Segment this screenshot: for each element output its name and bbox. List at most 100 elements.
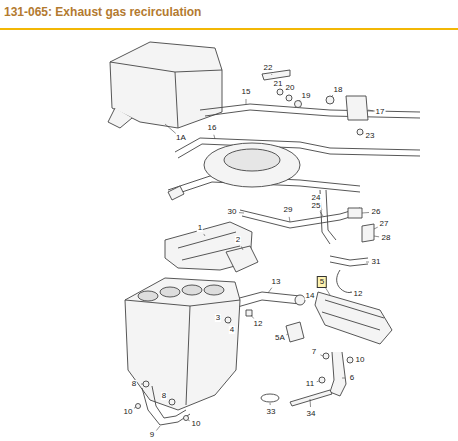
leader-line [246,99,247,104]
callout-number: 28 [381,234,392,242]
leader-line [134,407,136,408]
callout-number: 30 [227,208,238,216]
oil-return-pipe [142,386,190,425]
callout-number: 10 [123,408,134,416]
intake-cover [204,143,300,187]
leader-line [286,334,288,336]
leader-line [289,217,291,222]
callout-number: 10 [355,356,366,364]
callout-number: 12 [253,320,264,328]
callout-number: 15 [241,88,252,96]
callout-number: 1A [175,134,187,142]
cooler-fins [322,300,384,330]
callout-number: 17 [375,108,386,116]
leader-line [241,246,243,250]
callout-number: 6 [349,374,355,382]
leader-line [239,212,244,213]
callout-number: 7 [311,348,317,356]
leader-line [320,355,323,356]
connecting-pipe [232,292,300,308]
bolt [184,416,189,421]
callout-number: 25 [311,202,322,210]
seal [295,295,305,305]
seal [143,381,149,387]
callout-number: 27 [379,220,390,228]
plug [326,96,334,104]
leader-line [141,384,143,385]
callout-number: 5A [274,334,286,342]
egr-valve [226,246,258,272]
callout-number: 29 [283,206,294,214]
leader-line [229,323,230,325]
bracket [286,322,304,342]
callout-number: 2 [235,236,241,244]
callout-number: 26 [371,208,382,216]
callout-number: 21 [273,80,284,88]
callout-number: 16 [207,124,218,132]
leader-line [165,124,176,133]
leader-line [188,420,190,422]
bolt [136,404,141,409]
leader-line [156,426,160,431]
pipe [320,190,336,244]
leader-line [268,288,272,293]
sensor [348,208,362,218]
leader-line [289,94,290,95]
leader-line [366,262,369,263]
leader-line [169,399,170,400]
leader-line [317,381,319,383]
egr-pipe [330,256,368,266]
leader-line [362,212,369,214]
grommet [295,101,302,108]
callout-number: 3 [215,314,221,322]
pliers [290,390,332,406]
callout-number: 24 [311,194,322,202]
callout-number: 13 [271,278,282,286]
connector [168,186,184,200]
hose-clamp [261,394,279,402]
seal [169,399,175,405]
pipe [240,208,360,228]
cylinder-bores [138,285,224,301]
page-title: 131-065: Exhaust gas recirculation [4,5,201,19]
leader-lines [134,74,379,430]
callout-number: 14 [305,292,316,300]
solenoid-valve [346,96,368,120]
egr-pipe [337,270,352,293]
callout-number: 19 [301,92,312,100]
leader-line [251,315,254,318]
leader-line [214,135,215,139]
callout-number: 31 [371,258,382,266]
leader-line [350,292,351,293]
nut [277,89,283,95]
leader-line [320,212,323,216]
leader-line [368,110,373,112]
air-inlet [108,108,132,128]
leader-line [204,234,205,236]
callout-number: 20 [285,84,296,92]
callout-number: 11 [305,380,315,388]
callout-number: 10 [191,420,202,428]
leader-line [374,227,378,229]
callout-number: 9 [149,431,155,439]
bolt [319,377,325,383]
leader-line [270,403,271,405]
leader-line [271,74,273,76]
callout-number: 1 [197,224,203,232]
leader-line [310,399,312,407]
leader-line [342,378,345,379]
callout-number: 4 [229,326,235,334]
callout-number: 18 [333,86,344,94]
title-rule [0,28,458,30]
callout-number: 8 [161,392,167,400]
coolant-pipe [330,352,346,396]
callout-number: 23 [365,132,376,140]
callout-number: 33 [266,408,277,416]
callout-number: 12 [353,290,364,298]
bracket [362,224,374,242]
leader-line [331,95,333,97]
vacuum-hose [200,104,420,118]
bolt [357,129,363,135]
callout-number: 34 [306,410,317,418]
leader-line [326,288,330,295]
